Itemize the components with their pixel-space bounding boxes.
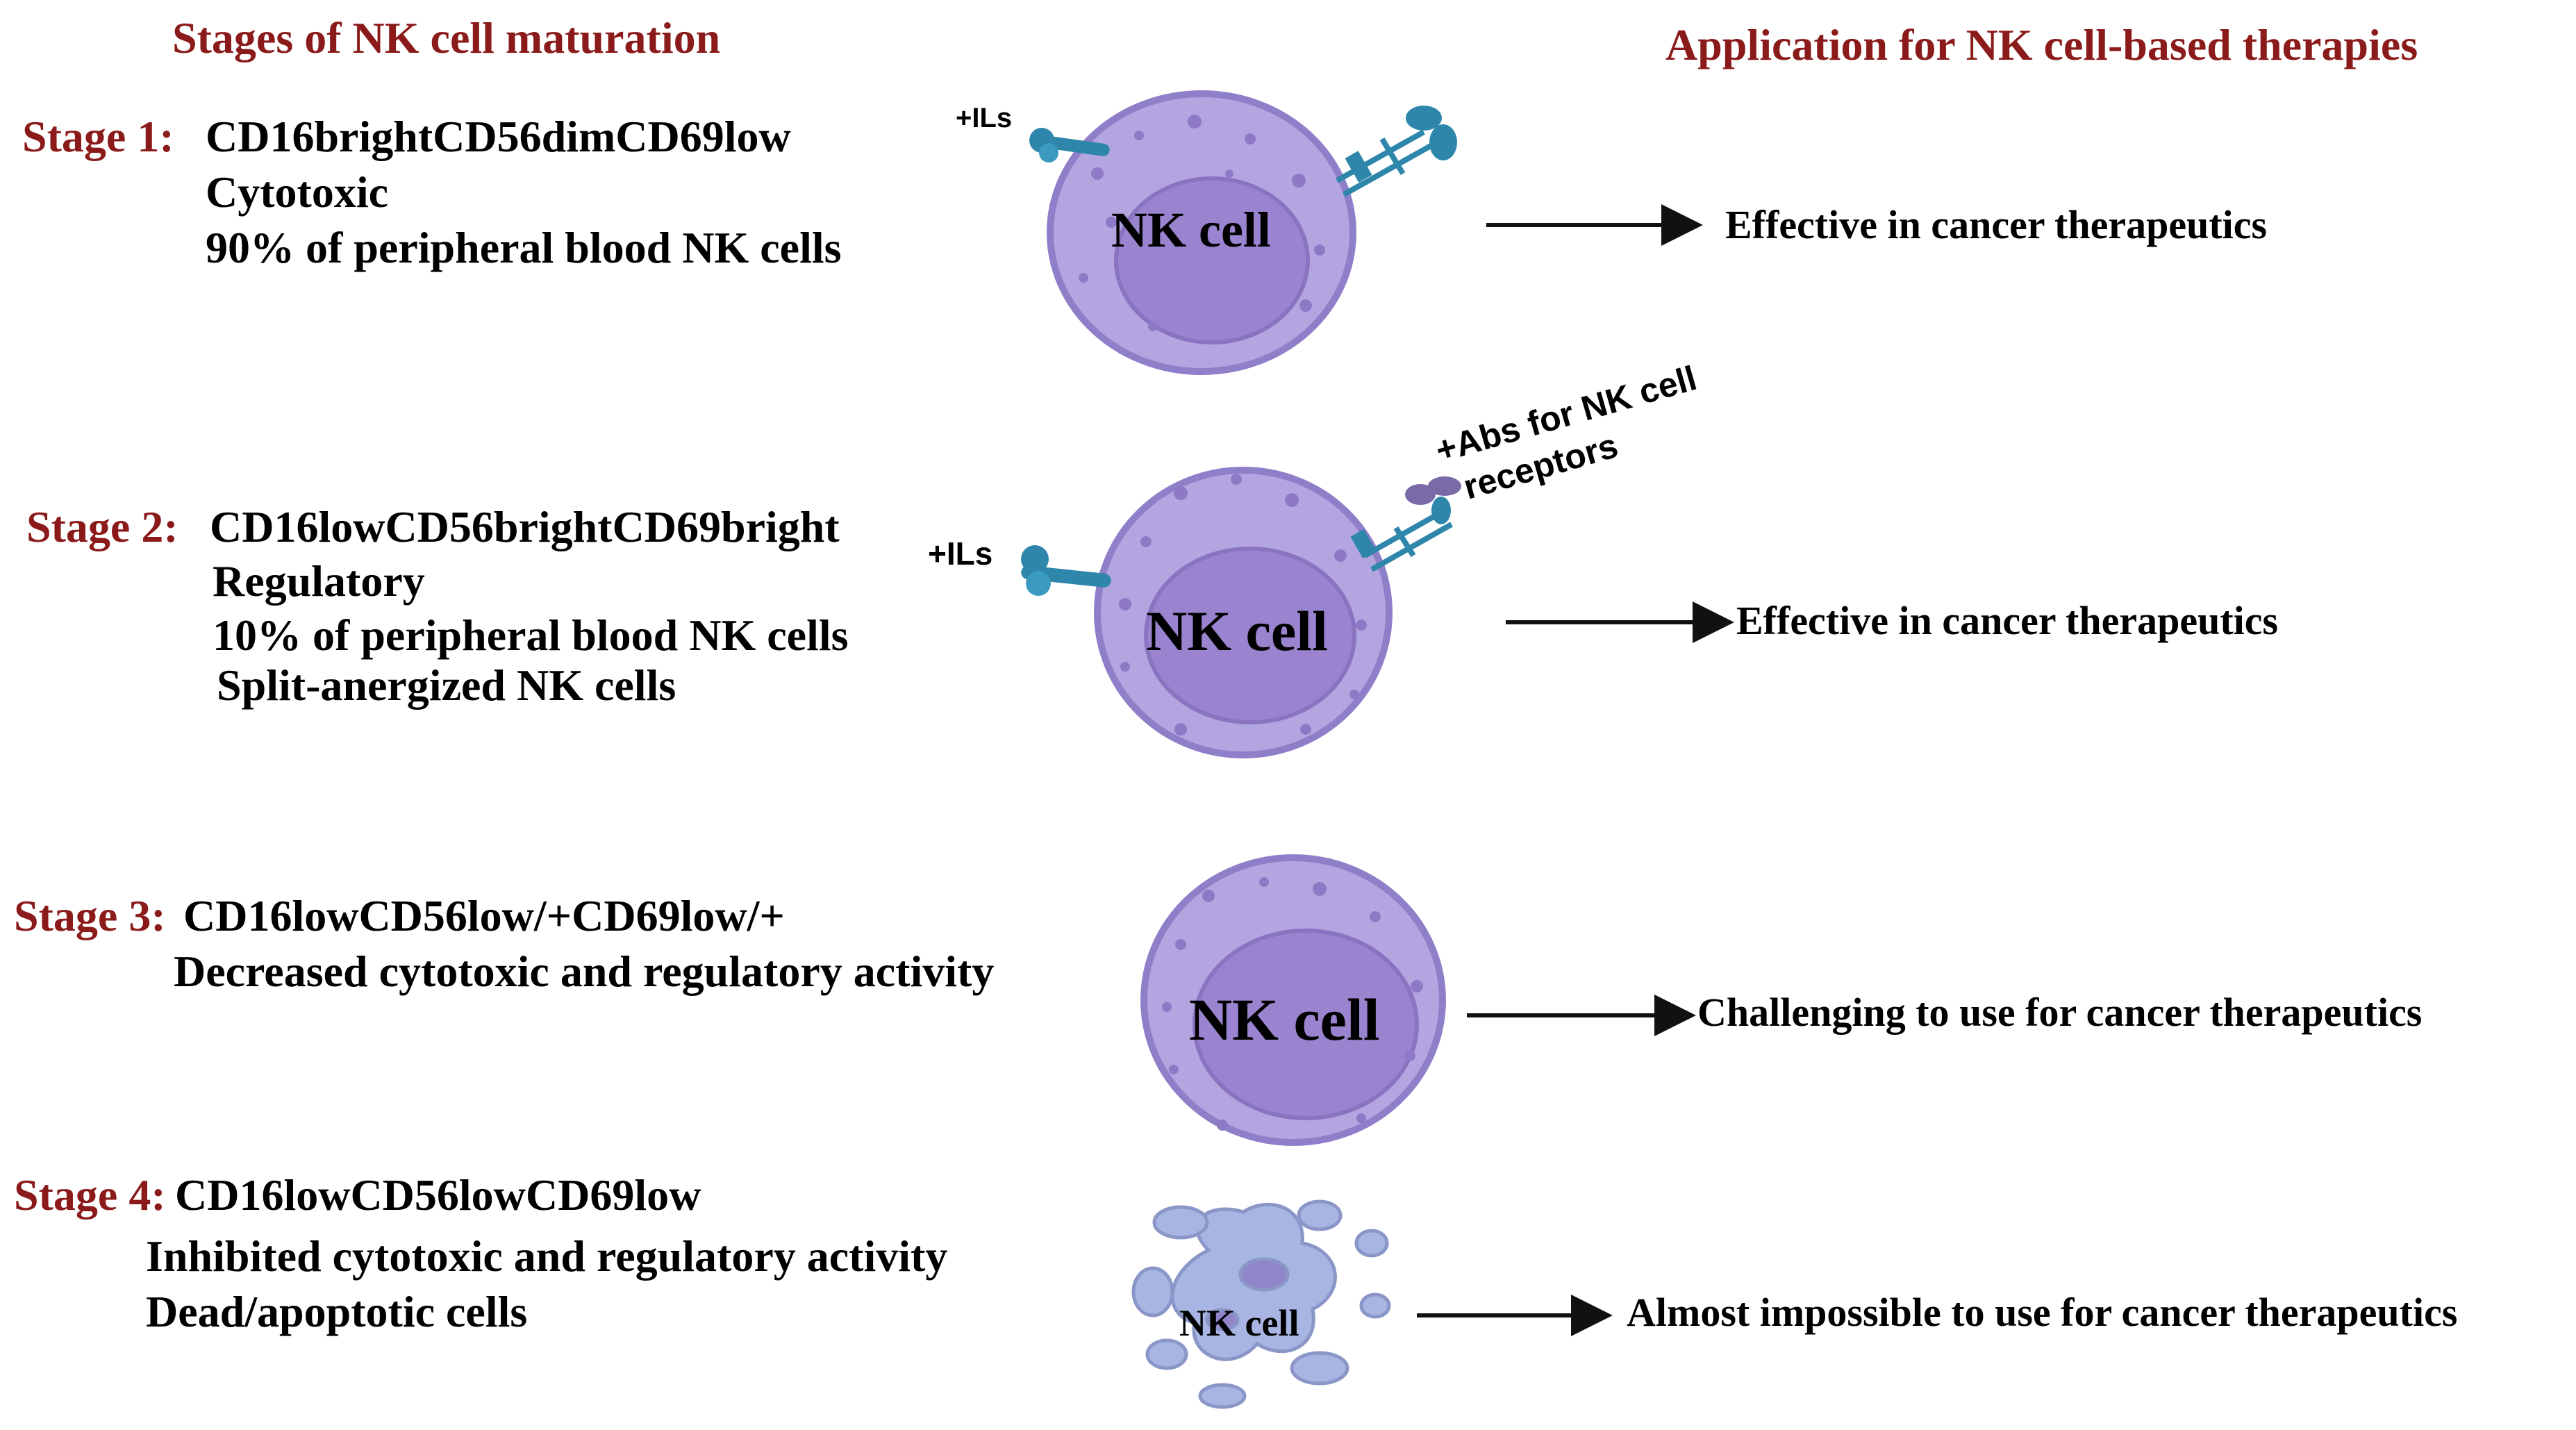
stage-3-line-1: Decreased cytotoxic and regulatory activ… bbox=[174, 947, 995, 996]
stage-3-marker: CD16lowCD56low/+CD69low/+ bbox=[183, 891, 785, 940]
antibody-receptor-2 bbox=[1350, 476, 1461, 572]
stage-2-line-2: 10% of peripheral blood NK cells bbox=[213, 610, 849, 660]
il-receptor-2 bbox=[1021, 545, 1111, 596]
stage-4-line-1: Inhibited cytotoxic and regulatory activ… bbox=[146, 1231, 948, 1281]
stage-2-line-1: Regulatory bbox=[213, 556, 425, 606]
application-stage-4: Almost impossible to use for cancer ther… bbox=[1627, 1290, 2458, 1335]
cell-label-3: NK cell bbox=[1189, 986, 1380, 1053]
application-stage-3: Challenging to use for cancer therapeuti… bbox=[1697, 990, 2423, 1035]
stage-4-line-2: Dead/apoptotic cells bbox=[146, 1287, 528, 1336]
application-stage-1: Effective in cancer therapeutics bbox=[1725, 202, 2268, 247]
nk-cell-2 bbox=[1094, 467, 1393, 758]
nk-cell-1 bbox=[1047, 90, 1356, 375]
il-annotation-1: +ILs bbox=[956, 103, 1013, 133]
stage-2-line-3: Split-anergized NK cells bbox=[217, 660, 676, 710]
stage-2-marker: CD16lowCD56brightCD69bright bbox=[210, 502, 840, 551]
il-receptor-1 bbox=[1029, 128, 1110, 163]
stage-4-marker: CD16lowCD56lowCD69low bbox=[175, 1170, 701, 1220]
nk-cell-4-apoptotic bbox=[1131, 1199, 1391, 1409]
il-annotation-2: +ILs bbox=[928, 535, 993, 572]
cell-label-1: NK cell bbox=[1111, 202, 1271, 258]
right-header: Application for NK cell-based therapies bbox=[1665, 20, 2418, 69]
stage-3-label: Stage 3: bbox=[14, 891, 166, 940]
antibody-receptor-1 bbox=[1336, 106, 1457, 197]
cell-label-2: NK cell bbox=[1146, 599, 1328, 663]
stage-1-line-2: 90% of peripheral blood NK cells bbox=[206, 223, 842, 272]
application-stage-2: Effective in cancer therapeutics bbox=[1736, 598, 2279, 643]
stage-2-label: Stage 2: bbox=[26, 502, 178, 551]
left-header: Stages of NK cell maturation bbox=[172, 13, 721, 63]
nk-cell-3 bbox=[1140, 854, 1446, 1146]
stage-1-label: Stage 1: bbox=[22, 112, 174, 161]
stage-1-line-1: Cytotoxic bbox=[206, 167, 389, 217]
cell-label-4: NK cell bbox=[1179, 1302, 1299, 1344]
stage-1-marker: CD16brightCD56dimCD69low bbox=[206, 112, 791, 161]
stage-4-label: Stage 4: bbox=[14, 1170, 166, 1220]
